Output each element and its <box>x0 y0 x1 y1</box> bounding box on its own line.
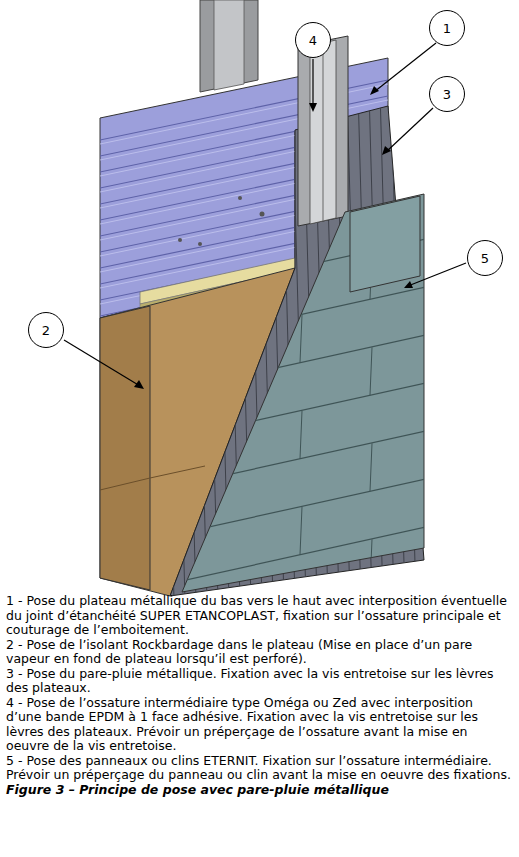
leader-lines <box>64 43 466 386</box>
callout-circle: 1 <box>429 10 465 46</box>
callout-number: 3 <box>443 88 451 101</box>
callout-circle: 5 <box>467 240 503 276</box>
callout-circle: 2 <box>28 312 64 348</box>
steel-beam <box>200 0 258 92</box>
callout-circle: 4 <box>295 22 331 58</box>
callout-number: 1 <box>443 22 451 35</box>
step-note: 1 - Pose du plateau métallique du bas ve… <box>6 594 512 638</box>
eternit-panels <box>150 194 430 600</box>
callout-number: 2 <box>42 324 50 337</box>
leader-arrowheads <box>134 86 413 389</box>
callout-number: 4 <box>309 34 317 47</box>
omega-profile <box>298 36 348 226</box>
step-note: 3 - Pose du pare-pluie métallique. Fixat… <box>6 667 512 696</box>
step-note: 4 - Pose de l’ossature intermédiaire typ… <box>6 696 512 754</box>
callout-circle: 3 <box>429 76 465 112</box>
step-note: 2 - Pose de l’isolant Rockbardage dans l… <box>6 638 512 667</box>
text-column: 1 - Pose du plateau métallique du bas ve… <box>6 594 512 797</box>
figure-caption: Figure 3 – Principe de pose avec pare-pl… <box>6 783 512 798</box>
step-note: 5 - Pose des panneaux ou clins ETERNIT. … <box>6 754 512 783</box>
callout-number: 5 <box>481 252 489 265</box>
